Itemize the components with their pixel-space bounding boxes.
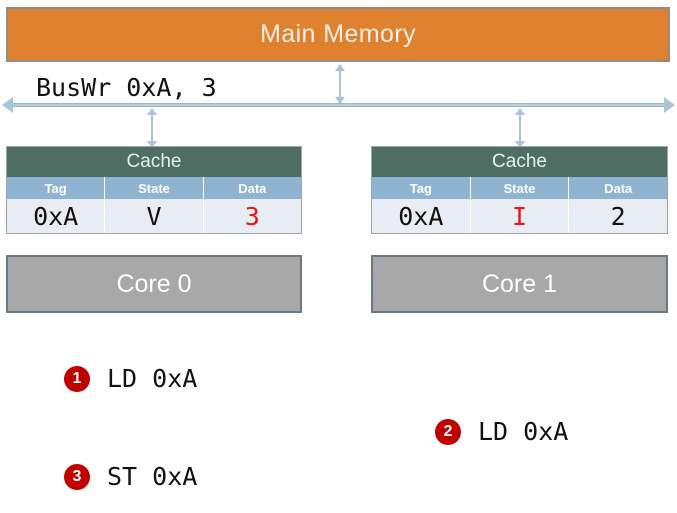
cache-data-row-0: 0xA V 3	[7, 199, 301, 233]
cache0-state-value: V	[105, 199, 204, 233]
bus-cache0-connector	[147, 108, 157, 148]
main-memory-block: Main Memory	[6, 7, 670, 62]
bus-arrow-right-icon	[664, 97, 675, 113]
step-text-3: ST 0xA	[107, 462, 198, 491]
step-text-1: LD 0xA	[107, 364, 198, 393]
main-memory-label: Main Memory	[260, 20, 416, 48]
arrow-down-icon	[335, 97, 345, 104]
cache1-data-value: 2	[610, 201, 626, 231]
connector-shaft	[151, 113, 153, 143]
arrow-up-icon	[515, 108, 525, 115]
cache-column-data: Data	[604, 180, 633, 196]
cache1-tag-value: 0xA	[372, 199, 471, 233]
instruction-step-3: 3 ST 0xA	[64, 462, 197, 491]
cache0-data-value: 3	[244, 201, 260, 231]
cache0-tag-value: 0xA	[7, 199, 106, 233]
bus-transaction-label: BusWr 0xA, 3	[36, 73, 217, 102]
bus-line	[8, 103, 669, 107]
arrow-up-icon	[147, 108, 157, 115]
cache-block-1: Cache Tag State Data 0xA I 2	[371, 146, 668, 234]
step-badge-3: 3	[64, 463, 90, 490]
core1-label: Core 1	[481, 269, 558, 298]
memory-bus-connector	[335, 64, 345, 104]
connector-shaft	[519, 113, 521, 143]
step-badge-2: 2	[435, 418, 461, 445]
cache-title-1: Cache	[372, 147, 667, 177]
arrow-down-icon	[147, 141, 157, 148]
cache1-state-value: I	[471, 199, 570, 233]
cache-column-state: State	[105, 177, 204, 199]
cache-column-state: State	[471, 177, 570, 199]
core0-label: Core 0	[116, 269, 192, 298]
connector-shaft	[339, 69, 341, 99]
cache-header-row-0: Tag State Data	[7, 177, 301, 199]
cache-column-data: Data	[238, 180, 267, 196]
step-text-2: LD 0xA	[478, 417, 569, 446]
instruction-step-1: 1 LD 0xA	[64, 364, 197, 393]
cache-data-row-1: 0xA I 2	[372, 199, 667, 233]
cache-header-row-1: Tag State Data	[372, 177, 667, 199]
cache-column-tag: Tag	[7, 177, 106, 199]
core-block-1: Core 1	[371, 255, 668, 313]
arrow-down-icon	[515, 141, 525, 148]
cache-block-0: Cache Tag State Data 0xA V 3	[6, 146, 302, 234]
core-block-0: Core 0	[6, 255, 302, 313]
cache-column-tag: Tag	[372, 177, 471, 199]
arrow-up-icon	[335, 64, 345, 71]
step-badge-1: 1	[64, 365, 90, 392]
bus-cache1-connector	[515, 108, 525, 148]
cache-title-0: Cache	[7, 147, 301, 177]
instruction-step-2: 2 LD 0xA	[435, 417, 568, 446]
bus-arrow-left-icon	[2, 97, 13, 113]
